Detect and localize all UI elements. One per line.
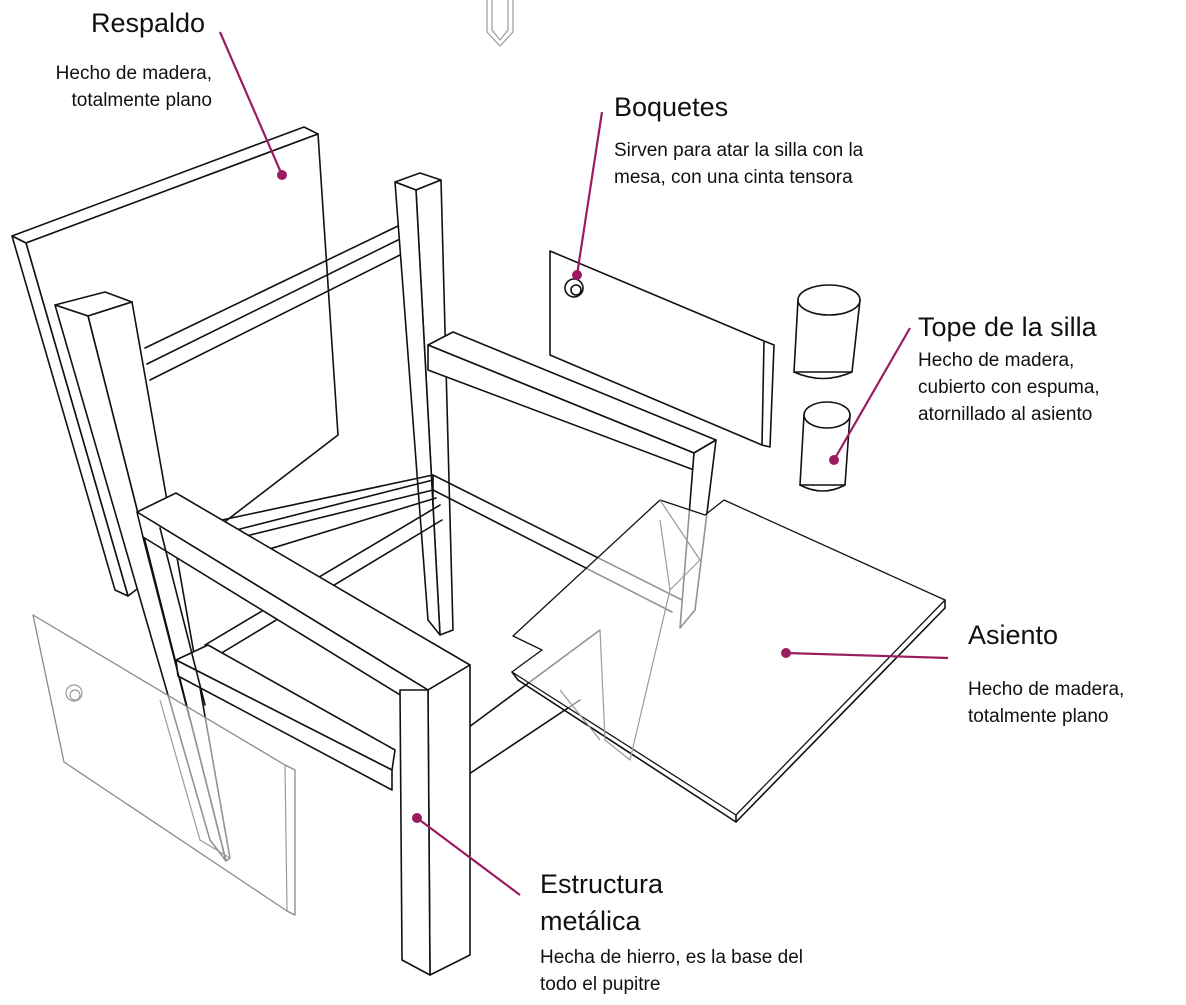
leader-dot-tope bbox=[829, 455, 839, 465]
leader-lines bbox=[218, 31, 949, 896]
leader-dot-boquetes bbox=[572, 270, 582, 280]
leader-boquetes bbox=[575, 111, 604, 276]
frame-inner-rails bbox=[204, 474, 683, 781]
chair-stop-upper bbox=[793, 284, 861, 380]
top-leg-fragment bbox=[486, 0, 514, 47]
estructura-desc: Hecha de hierro, es la base del todo el … bbox=[540, 947, 803, 995]
leader-tope bbox=[833, 327, 911, 461]
asiento-title: Asiento bbox=[968, 620, 1059, 650]
left-side-panel bbox=[32, 614, 296, 916]
backrest-panel bbox=[11, 126, 339, 597]
leader-estructura bbox=[416, 817, 521, 896]
leader-asiento bbox=[785, 651, 949, 660]
rear-rails bbox=[144, 225, 401, 381]
chair-stop-lower bbox=[799, 401, 851, 492]
seat-panel bbox=[511, 499, 946, 823]
rear-right-post bbox=[394, 172, 454, 636]
front-left-leg bbox=[142, 527, 206, 721]
front-lower-rail bbox=[175, 644, 396, 791]
respaldo-desc: Hecho de madera, totalmente plano bbox=[55, 63, 212, 111]
estructura-title: Estructura metálica bbox=[540, 869, 664, 936]
leader-respaldo bbox=[218, 31, 284, 176]
respaldo-title: Respaldo bbox=[91, 8, 206, 38]
front-right-leg bbox=[399, 664, 471, 976]
leader-dot-estructura bbox=[412, 813, 422, 823]
boquetes-desc: Sirven para atar la silla con la mesa, c… bbox=[614, 140, 864, 188]
right-side-panel bbox=[549, 250, 775, 448]
asiento-desc: Hecho de madera, totalmente plano bbox=[968, 679, 1125, 727]
leader-dot-respaldo bbox=[277, 170, 287, 180]
tope-desc: Hecho de madera, cubierto con espuma, at… bbox=[918, 350, 1100, 425]
tope-title: Tope de la silla bbox=[918, 312, 1097, 342]
boquetes-title: Boquetes bbox=[614, 92, 729, 122]
leader-dot-asiento bbox=[781, 648, 791, 658]
left-panel-hole bbox=[65, 684, 83, 702]
